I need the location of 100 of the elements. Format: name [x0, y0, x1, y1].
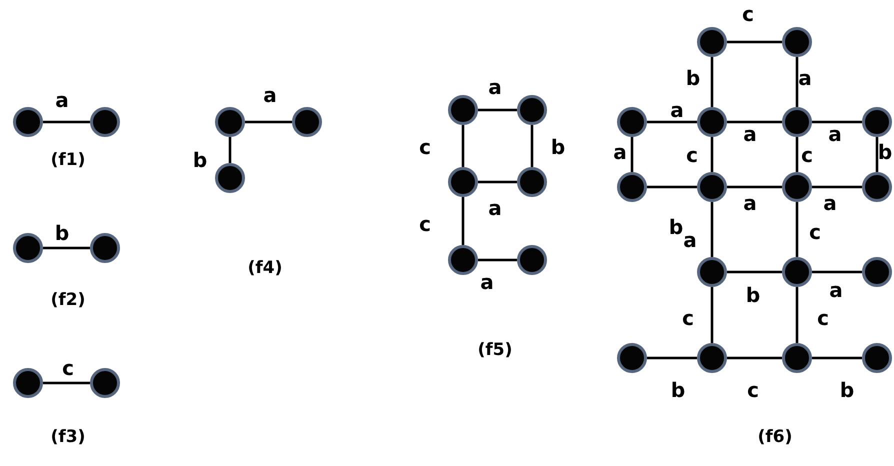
edge-label: b: [746, 285, 760, 305]
edge-label: a: [743, 124, 757, 144]
vertex-dot: [862, 107, 892, 137]
vertex-dot: [617, 172, 647, 202]
edge-line: [647, 356, 697, 360]
edge-line: [43, 382, 90, 384]
edge-label: a: [488, 198, 502, 218]
edge-label: a: [480, 272, 494, 292]
edge-line: [727, 120, 782, 124]
vertex-dot: [697, 172, 727, 202]
edge-label: c: [682, 308, 694, 328]
vertex-dot: [697, 27, 727, 57]
edge-label: a: [829, 280, 843, 300]
vertex-dot: [862, 343, 892, 373]
vertex-dot: [90, 233, 120, 263]
edge-line: [710, 57, 714, 107]
edge-label: a: [488, 77, 502, 97]
edge-label: c: [419, 214, 431, 234]
edge-line: [530, 125, 534, 167]
vertex-dot: [782, 257, 812, 287]
edge-label: a: [613, 142, 627, 162]
edge-label: c: [801, 145, 813, 165]
edge-label: b: [668, 217, 684, 237]
vertex-dot: [13, 233, 43, 263]
edge-line: [462, 125, 464, 167]
edge-line: [710, 202, 714, 257]
edge-line: [727, 270, 782, 274]
vertex-dot: [215, 107, 245, 137]
edge-label: b: [878, 142, 892, 162]
vertex-dot: [90, 368, 120, 398]
edge-label: c: [686, 145, 698, 165]
vertex-dot: [782, 343, 812, 373]
edge-line: [478, 180, 517, 184]
edge-label: a: [828, 124, 842, 144]
edge-line: [478, 108, 517, 112]
edge-label: b: [686, 68, 700, 88]
edge-line: [727, 356, 782, 360]
vertex-dot: [13, 368, 43, 398]
edge-line: [478, 258, 517, 262]
vertex-dot: [862, 257, 892, 287]
figure-caption: (f3): [50, 428, 86, 446]
edge-line: [462, 197, 464, 245]
figure-caption: (f2): [50, 291, 86, 309]
edge-line: [43, 246, 90, 250]
edge-label: a: [798, 68, 812, 88]
edge-label: b: [550, 137, 566, 157]
edge-line: [796, 137, 798, 172]
vertex-dot: [13, 107, 43, 137]
edge-label: a: [743, 193, 757, 213]
edge-line: [812, 186, 862, 188]
vertex-dot: [90, 107, 120, 137]
edge-line: [727, 40, 782, 44]
vertex-dot: [448, 245, 478, 275]
edge-line: [245, 120, 292, 124]
figure-caption: (f1): [50, 151, 86, 169]
edge-label: b: [670, 380, 686, 400]
vertex-dot: [782, 27, 812, 57]
edge-label: b: [54, 223, 70, 243]
edge-label: c: [742, 4, 754, 24]
edge-label: a: [263, 85, 277, 105]
edge-label: c: [747, 380, 759, 400]
edge-label: c: [419, 137, 431, 157]
edge-label: a: [55, 90, 69, 110]
edge-label: a: [823, 193, 837, 213]
edge-line: [876, 137, 878, 172]
vertex-dot: [517, 167, 547, 197]
edge-line: [647, 186, 697, 188]
edge-line: [647, 120, 697, 124]
vertex-dot: [782, 172, 812, 202]
vertex-dot: [617, 107, 647, 137]
vertex-dot: [215, 163, 245, 193]
vertex-dot: [697, 343, 727, 373]
edge-label: c: [817, 308, 829, 328]
vertex-dot: [697, 107, 727, 137]
edge-line: [812, 120, 862, 124]
edge-line: [796, 287, 798, 343]
edge-line: [43, 120, 90, 124]
edge-line: [710, 137, 714, 172]
edge-line: [812, 356, 862, 360]
vertex-dot: [697, 257, 727, 287]
figure-caption: (f4): [248, 259, 282, 277]
figure-caption: (f5): [478, 341, 512, 359]
edge-label: c: [809, 222, 821, 242]
edge-label: c: [62, 358, 74, 378]
edge-label: b: [192, 150, 208, 170]
vertex-dot: [782, 107, 812, 137]
vertex-dot: [517, 95, 547, 125]
edge-label: a: [670, 100, 684, 120]
edge-line: [228, 137, 232, 163]
edge-label: b: [840, 380, 854, 400]
vertex-dot: [862, 172, 892, 202]
edge-line: [796, 57, 798, 107]
letter-label: a: [683, 230, 697, 250]
edge-line: [710, 287, 714, 343]
edge-line: [630, 137, 634, 172]
vertex-dot: [617, 343, 647, 373]
vertex-dot: [448, 167, 478, 197]
edge-line: [812, 270, 862, 274]
vertex-dot: [448, 95, 478, 125]
figure-caption: (f6): [758, 428, 792, 446]
